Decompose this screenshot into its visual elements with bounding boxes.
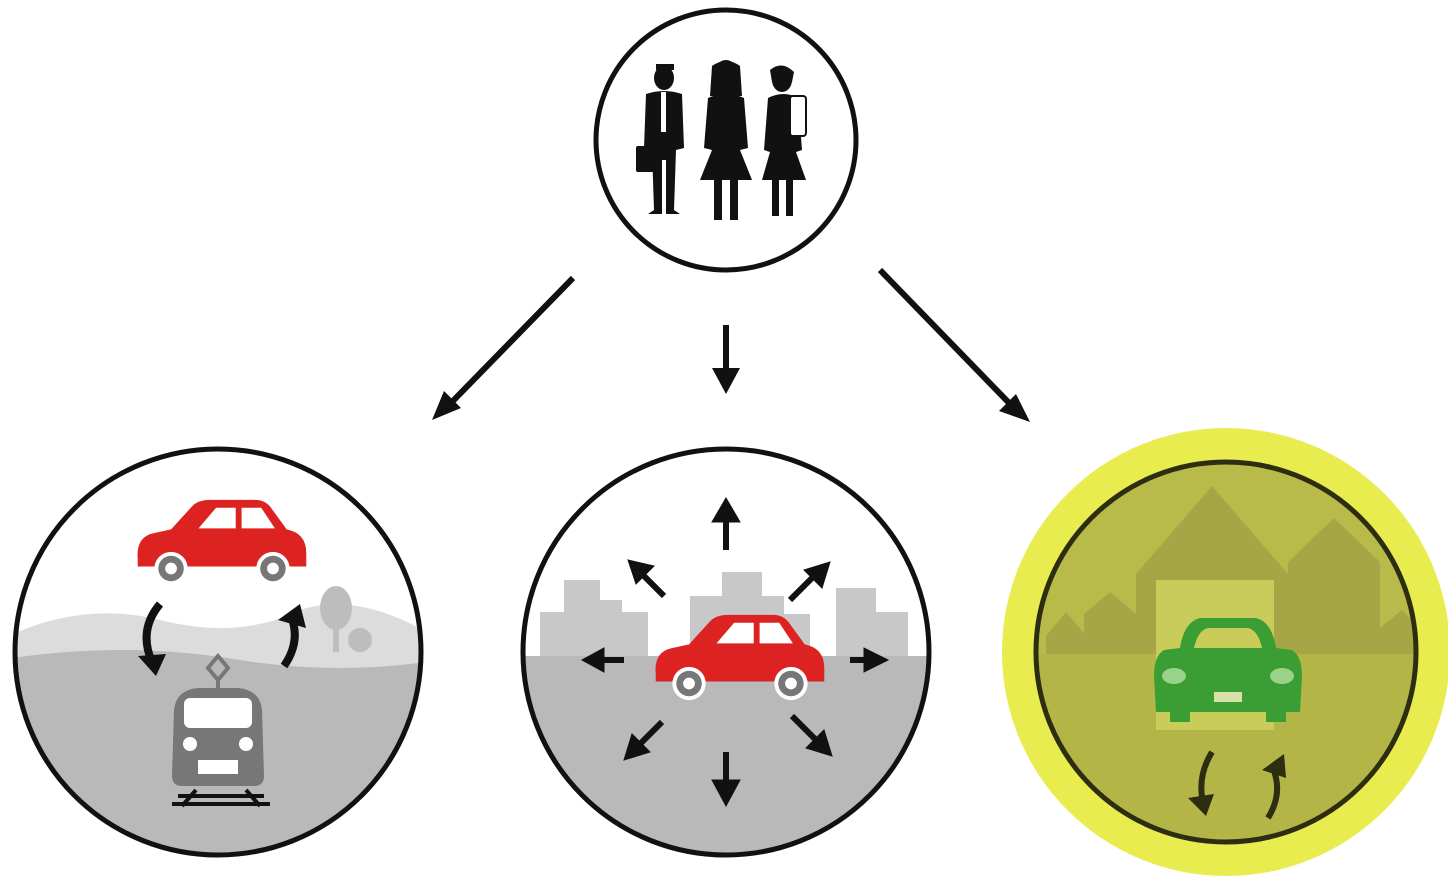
green-car-icon <box>1154 618 1302 722</box>
car-garage-node <box>1002 428 1448 876</box>
arrow-to-middle <box>712 325 740 394</box>
car-train-node <box>12 446 424 858</box>
arrow-to-left <box>432 275 576 420</box>
student-icon <box>762 65 807 216</box>
rail-icon <box>172 788 270 808</box>
woman-icon <box>700 60 752 220</box>
people-node <box>593 7 859 273</box>
car-city-node <box>520 446 932 858</box>
spread-arrows-icon <box>580 497 890 808</box>
arrow-to-right <box>877 267 1030 422</box>
train-icon <box>172 652 264 786</box>
tree-icon <box>320 586 372 652</box>
businessman-icon <box>636 64 684 214</box>
